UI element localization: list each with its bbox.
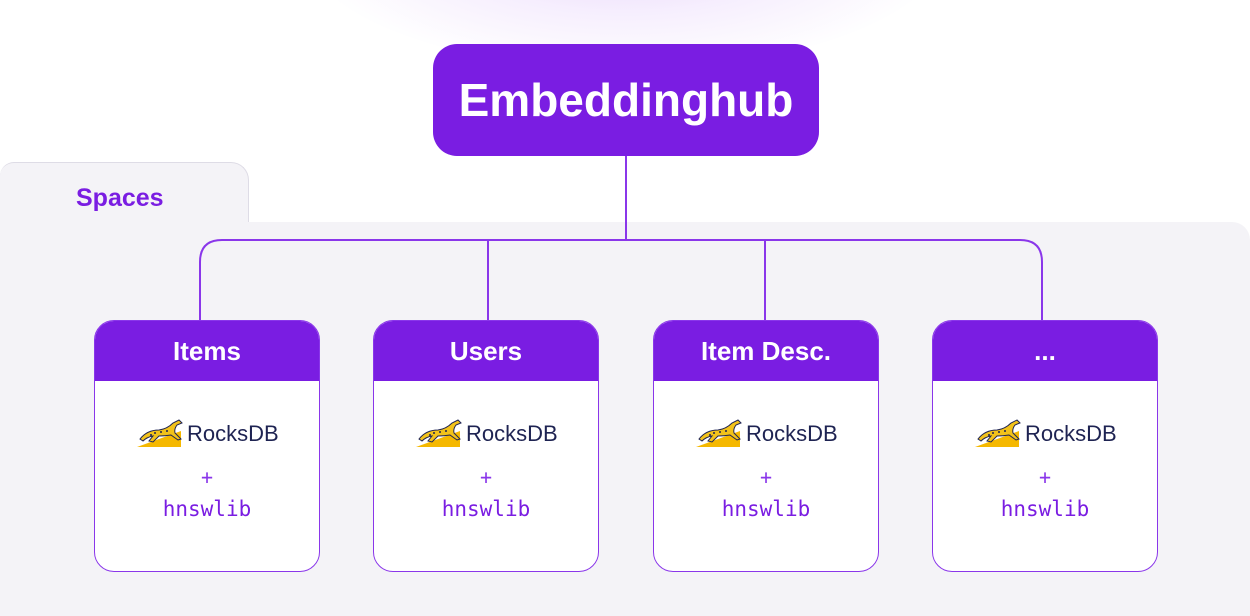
space-card-users: Users RocksDB + hnswlib: [373, 320, 599, 572]
space-card-title: Users: [374, 321, 598, 381]
hnswlib-label: hnswlib: [441, 497, 531, 521]
hnswlib-label: hnswlib: [162, 497, 252, 521]
plus-sign: +: [200, 465, 214, 489]
hnswlib-label: hnswlib: [1000, 497, 1090, 521]
rocksdb-label: RocksDB: [187, 421, 279, 446]
hnswlib-label: hnswlib: [721, 497, 811, 521]
rocksdb-logo: RocksDB: [975, 417, 1117, 447]
rocksdb-label: RocksDB: [466, 421, 558, 446]
rocksdb-label: RocksDB: [746, 421, 838, 446]
rocksdb-cheetah-icon: [416, 417, 464, 447]
branch-line-more: [626, 239, 1043, 321]
rocksdb-cheetah-icon: [137, 417, 185, 447]
space-card-body: RocksDB + hnswlib: [933, 381, 1157, 571]
rocksdb-cheetah-icon: [696, 417, 744, 447]
rocksdb-logo: RocksDB: [416, 417, 558, 447]
spaces-title: Spaces: [76, 184, 164, 212]
plus-sign: +: [479, 465, 493, 489]
space-card-item-desc: Item Desc. RocksDB + hnswlib: [653, 320, 879, 572]
plus-sign: +: [759, 465, 773, 489]
space-card-body: RocksDB + hnswlib: [95, 381, 319, 571]
space-card-body: RocksDB + hnswlib: [654, 381, 878, 571]
rocksdb-logo: RocksDB: [696, 417, 838, 447]
space-card-items: Items RocksDB + hnswlib: [94, 320, 320, 572]
space-card-title: Items: [95, 321, 319, 381]
plus-sign: +: [1038, 465, 1052, 489]
rocksdb-cheetah-icon: [975, 417, 1023, 447]
embeddinghub-node: Embeddinghub: [433, 44, 819, 156]
space-card-title: Item Desc.: [654, 321, 878, 381]
rocksdb-label: RocksDB: [1025, 421, 1117, 446]
rocksdb-logo: RocksDB: [137, 417, 279, 447]
space-card-title: ...: [933, 321, 1157, 381]
space-card-more: ... RocksDB + hnswlib: [932, 320, 1158, 572]
branch-line-items: [199, 239, 626, 321]
space-card-body: RocksDB + hnswlib: [374, 381, 598, 571]
